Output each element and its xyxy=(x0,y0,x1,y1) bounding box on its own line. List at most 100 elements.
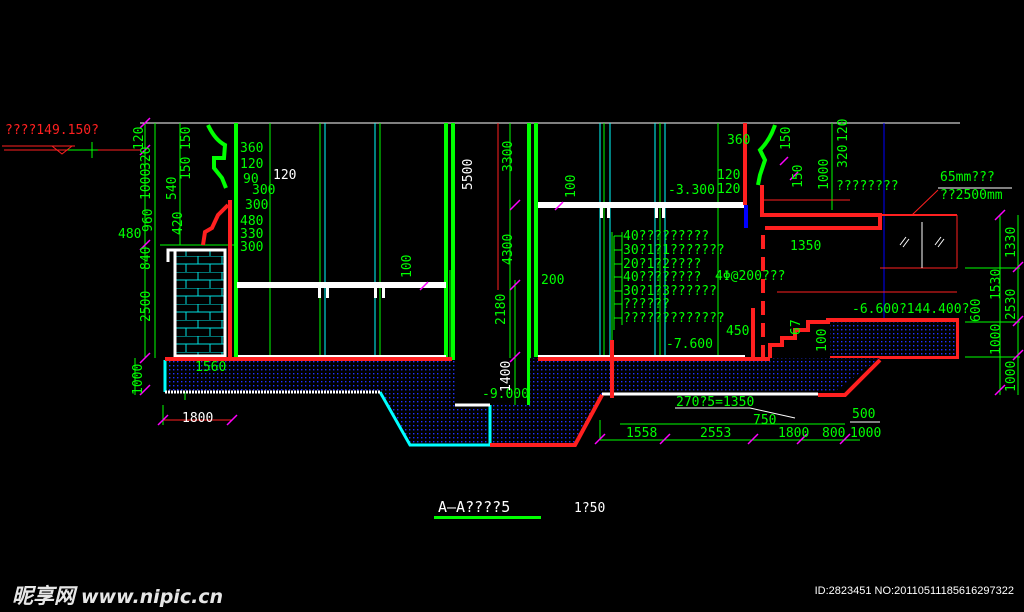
left-dimensions: 120 320 1000 960 840 2500 1000 150 150 5… xyxy=(118,127,275,395)
dim: 840 xyxy=(139,247,154,270)
elevation-marker-top: ????149.150? xyxy=(2,123,140,158)
cyan-lines xyxy=(324,123,666,358)
leader-lines xyxy=(675,407,880,423)
elevation-6600: -6.600?144.400? xyxy=(852,302,969,317)
note: 20?1?2???? xyxy=(623,257,701,272)
dim: 120 xyxy=(717,168,740,183)
right-thin-red xyxy=(763,199,958,293)
foundation-left xyxy=(165,360,490,445)
dim: 500 xyxy=(852,407,875,422)
dim: 1400 xyxy=(499,361,514,392)
dim: 1000 xyxy=(989,324,1004,355)
left-cornice xyxy=(206,124,228,189)
note: 30?1?1??????? xyxy=(623,243,725,258)
rebar-note: 4Φ@200??? xyxy=(715,269,785,284)
label: ???????? xyxy=(836,179,899,194)
brick-cap xyxy=(166,248,175,262)
drawing-title: A—A????5 xyxy=(438,498,510,516)
dimension-ticks xyxy=(139,117,1024,445)
dim: 800 xyxy=(822,426,845,441)
glass-label: 65mm??? xyxy=(940,170,995,185)
foundation-right xyxy=(490,358,880,445)
watermark-logo-text: 昵享网 xyxy=(12,584,75,608)
walls-green xyxy=(234,123,538,405)
note: 40???????? xyxy=(623,270,701,285)
dim: 360 xyxy=(240,141,263,156)
dim: 750 xyxy=(753,413,776,428)
foundation-cyan-edge xyxy=(163,360,492,447)
dim: 120 xyxy=(717,182,740,197)
slab-right xyxy=(538,202,746,218)
dim: 1800 xyxy=(778,426,809,441)
dim: 1330 xyxy=(1004,227,1019,258)
dim: 150 xyxy=(179,157,194,180)
elevation-3300: -3.300 xyxy=(668,183,715,198)
dim: 1800 xyxy=(182,411,213,426)
elevation-top-text: ????149.150? xyxy=(5,123,99,138)
right-cornice xyxy=(756,124,777,186)
dimension-lines xyxy=(134,123,1020,440)
watermark-site: www.nipic.cn xyxy=(81,586,224,608)
dim: 150 xyxy=(791,165,806,188)
dim: 2530 xyxy=(1004,289,1019,320)
dim: 150 xyxy=(179,127,194,150)
dim: 1560 xyxy=(195,360,226,375)
center-dimensions: 3300 4300 2180 100 100 200 xyxy=(400,141,579,325)
dim: 1000 xyxy=(131,364,146,395)
dim: 320 xyxy=(139,147,154,170)
dim: 120 xyxy=(240,157,263,172)
dim: 100 xyxy=(400,255,415,278)
dim: 90 xyxy=(243,172,259,187)
note: ?????? xyxy=(623,297,670,312)
grid-lines xyxy=(154,123,860,441)
dim: 3300 xyxy=(501,141,516,172)
dim: 1000 xyxy=(1004,361,1019,392)
dim: 600 xyxy=(969,299,984,322)
bottom-dimensions: 270?5=1350 750 500 1558 2553 1800 800 10… xyxy=(626,395,881,441)
dim: 330 xyxy=(240,227,263,242)
left-cornice-red xyxy=(201,203,230,246)
dim: 320 xyxy=(836,145,851,168)
notes-leader xyxy=(613,235,622,330)
dim: 1350 xyxy=(790,239,821,254)
note: ????????????? xyxy=(623,311,725,326)
dim: 540 xyxy=(165,177,180,200)
dim: 360 xyxy=(727,133,750,148)
elevation-7600: -7.600 xyxy=(666,337,713,352)
right-fill xyxy=(830,322,956,356)
glass-label: ??2500mm xyxy=(940,188,1003,203)
dim: 270?5=1350 xyxy=(676,395,754,410)
dim: 4300 xyxy=(501,234,516,265)
dim: 300 xyxy=(245,198,268,213)
drawing-scale: 1?50 xyxy=(574,501,605,516)
dim: 1558 xyxy=(626,426,657,441)
dim: 1530 xyxy=(989,269,1004,300)
foundation-red-edge xyxy=(490,358,882,447)
title-underline xyxy=(434,516,541,519)
dim: 200 xyxy=(541,273,564,288)
note: 40????????? xyxy=(623,229,709,244)
dim: 100 xyxy=(564,175,579,198)
dim: 120 xyxy=(132,127,147,150)
note: 30?1?3?????? xyxy=(623,284,717,299)
dim: 5500 xyxy=(461,159,476,190)
dim: 100 xyxy=(815,329,830,352)
dim: 960 xyxy=(141,209,156,232)
right-dimensions: 360 120 120 150 150 1000 320 120 1350 13… xyxy=(717,119,1019,392)
dim: 67 xyxy=(789,319,804,335)
dim: 2553 xyxy=(700,426,731,441)
dim: 1000 xyxy=(139,169,154,200)
elevation-9000: -9.000 xyxy=(482,387,529,402)
watermark-logo: 昵享网 www.nipic.cn xyxy=(12,580,223,610)
dim: 120 xyxy=(836,119,851,142)
dim: 1000 xyxy=(817,159,832,190)
glass-window xyxy=(880,187,1012,268)
brick-wall xyxy=(173,248,227,358)
dim: 480 xyxy=(118,227,141,242)
dim: 2500 xyxy=(139,291,154,322)
dim: 120 xyxy=(273,168,296,183)
floor-white-lower xyxy=(455,392,818,407)
dim: 450 xyxy=(726,324,749,339)
